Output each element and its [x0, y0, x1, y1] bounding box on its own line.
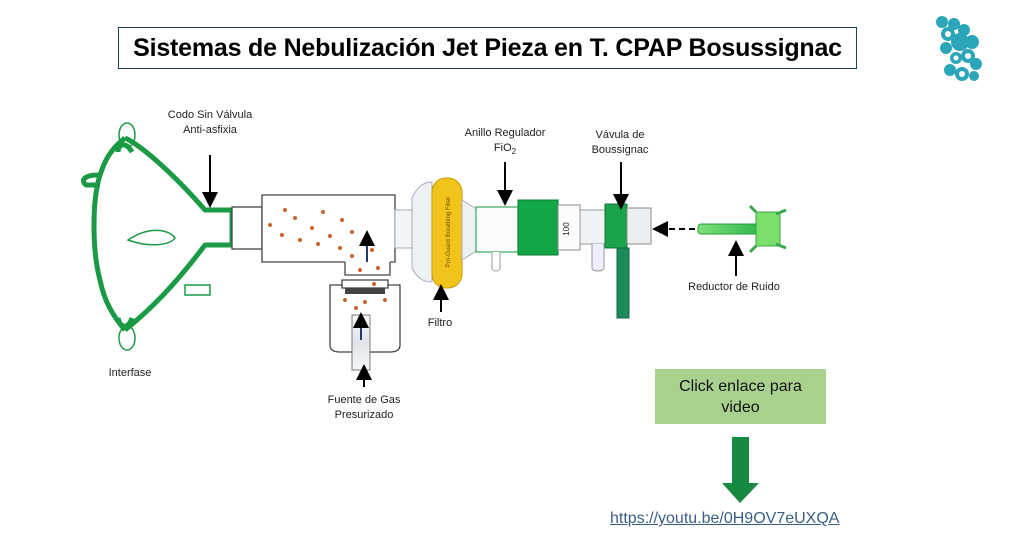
noise-reducer [697, 204, 787, 254]
page-title: Sistemas de Nebulización Jet Pieza en T.… [133, 33, 842, 62]
annotation-arrows [202, 155, 744, 387]
label-fuente: Fuente de Gas Presurizado [327, 394, 401, 421]
label-filtro: Filtro [427, 317, 453, 329]
title-box: Sistemas de Nebulización Jet Pieza en T.… [118, 27, 857, 69]
nebulizer-cup [329, 279, 401, 371]
fio2-regulator: 100 [475, 199, 581, 272]
label-anillo: Anillo Regulador FiO2 [464, 127, 546, 157]
logo-icon [936, 16, 982, 81]
cta-text: Click enlace para video [679, 377, 802, 416]
label-valvula: Vávula de Boussignac [591, 129, 649, 156]
boussignac-valve [579, 203, 652, 319]
cta-box: Click enlace para video [655, 369, 826, 424]
mask-details [118, 122, 211, 351]
label-reductor: Reductor de Ruido [688, 281, 780, 293]
down-arrow-icon [722, 437, 759, 503]
t-piece [231, 194, 396, 276]
label-interfase: Interfase [108, 367, 152, 379]
filter: Pro-Guard Breathing Filter [411, 177, 479, 289]
aerosol-particles [268, 208, 387, 310]
ring-value: 100 [562, 222, 571, 236]
video-link[interactable]: https://youtu.be/0H9OV7eUXQA [610, 510, 840, 527]
filter-text: Pro-Guard Breathing Filter [446, 197, 452, 267]
label-codo: Codo Sin Válvula Anti-asfixia [167, 109, 253, 136]
